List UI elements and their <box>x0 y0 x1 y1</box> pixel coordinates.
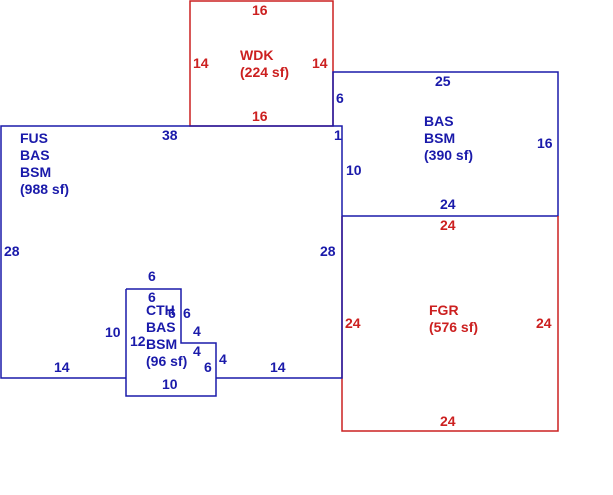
bas-right-dim: 16 <box>537 135 553 151</box>
cth-top-dim: 6 <box>148 268 156 284</box>
bas-line1: BAS <box>424 113 454 129</box>
cth-left-outer-dim: 10 <box>105 324 121 340</box>
cth-right-upper-a-dim: 6 <box>168 305 176 321</box>
wdk-area: (224 sf) <box>240 64 289 80</box>
cth-line1: CTH <box>146 302 175 318</box>
wdk-top-dim: 16 <box>252 2 268 18</box>
fgr-left-dim: 24 <box>345 315 361 331</box>
cth-line2: BAS <box>146 319 176 335</box>
fus-outline <box>0 125 343 379</box>
cth-right-upper-b-dim: 6 <box>183 305 191 321</box>
cth-right-lower-dim: 6 <box>204 359 212 375</box>
bas-area: (390 sf) <box>424 147 473 163</box>
bas-left-lower-dim: 10 <box>346 162 362 178</box>
fus-line2: BAS <box>20 147 50 163</box>
fus-bottom-left-dim: 14 <box>54 359 70 375</box>
cth-bottom-dim: 10 <box>162 376 178 392</box>
cth-line3: BSM <box>146 336 177 352</box>
bas-bottom-dim: 24 <box>440 196 456 212</box>
wdk-left-dim: 14 <box>193 55 209 71</box>
cth-left-inner-dim: 12 <box>130 333 146 349</box>
wdk-right-dim: 14 <box>312 55 328 71</box>
bas-left-dim: 6 <box>336 90 344 106</box>
fus-line1: FUS <box>20 130 48 146</box>
cth-right-lower-out-dim: 4 <box>219 351 227 367</box>
cth-right-step-dim: 4 <box>193 343 201 359</box>
fus-right-dim: 28 <box>320 243 336 259</box>
fgr-name: FGR <box>429 302 459 318</box>
cth-right-mid-dim: 4 <box>193 323 201 339</box>
fgr-bottom-dim: 24 <box>440 413 456 429</box>
fus-bottom-right-dim: 14 <box>270 359 286 375</box>
bas-outline <box>332 71 559 217</box>
cth-outline <box>125 288 217 397</box>
fus-left-dim: 28 <box>4 243 20 259</box>
fgr-area: (576 sf) <box>429 319 478 335</box>
fus-line3: BSM <box>20 164 51 180</box>
fgr-top-dim: 24 <box>440 217 456 233</box>
bas-top-dim: 25 <box>435 73 451 89</box>
bas-left-small-dim: 1 <box>334 127 342 143</box>
cth-top-inner-dim: 6 <box>148 289 156 305</box>
bas-line2: BSM <box>424 130 455 146</box>
fus-top-dim: 38 <box>162 127 178 143</box>
wdk-bottom-dim: 16 <box>252 108 268 124</box>
fus-area: (988 sf) <box>20 181 69 197</box>
cth-area: (96 sf) <box>146 353 187 369</box>
wdk-name: WDK <box>240 47 273 63</box>
fgr-right-dim: 24 <box>536 315 552 331</box>
